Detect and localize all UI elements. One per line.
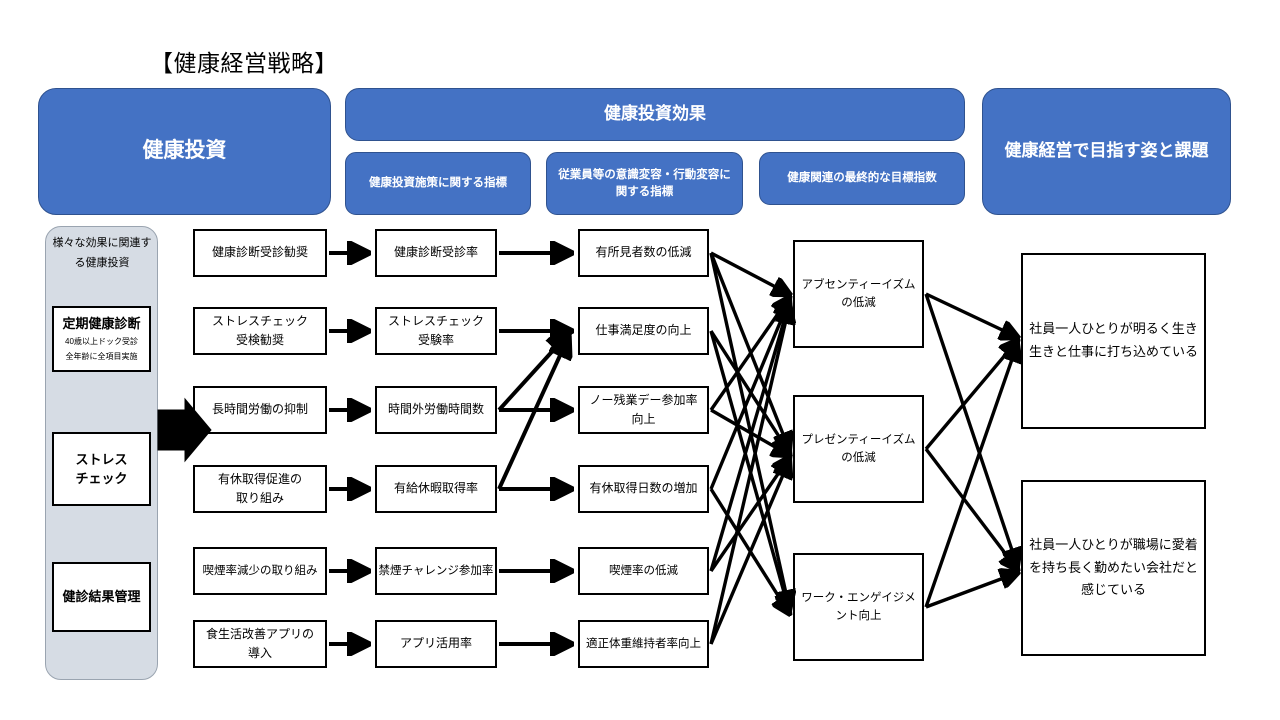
policy-indicator-node-0[interactable]: 健康診断受診率	[375, 229, 497, 277]
capsule-item-result-management[interactable]: 健診結果管理	[52, 562, 151, 632]
policy-node-4[interactable]: 喫煙率減少の取り組み	[193, 547, 327, 595]
capsule-item-title: ストレスチェック	[75, 451, 128, 487]
banner-health-investment: 健康投資	[38, 88, 331, 215]
policy-node-3[interactable]: 有休取得促進の取り組み	[193, 465, 327, 513]
policy-indicator-node-1[interactable]: ストレスチェック受験率	[375, 307, 497, 355]
final-indicator-node-work-engagement[interactable]: ワーク・エンゲイジメント向上	[793, 553, 924, 661]
final-indicator-node-absenteeism[interactable]: アブセンティーイズムの低減	[793, 240, 924, 348]
policy-node-0[interactable]: 健康診断受診勧奨	[193, 229, 327, 277]
banner-behavior-indicator: 従業員等の意識変容・行動変容に関する指標	[546, 152, 743, 215]
outcome-node-0[interactable]: 社員一人ひとりが明るく生き生きと仕事に打ち込めている	[1021, 253, 1206, 429]
links-policy-to-indicator	[329, 253, 367, 644]
policy-node-2[interactable]: 長時間労働の抑制	[193, 386, 327, 434]
behavior-indicator-node-5[interactable]: 適正体重維持者率向上	[578, 620, 709, 668]
policy-indicator-node-5[interactable]: アプリ活用率	[375, 620, 497, 668]
banner-health-management-goal: 健康経営で目指す姿と課題	[982, 88, 1231, 215]
capsule-item-periodic-checkup[interactable]: 定期健康診断 40歳以上ドック受診 全年齢に全項目実施	[52, 306, 151, 372]
banner-final-indicator: 健康関連の最終的な目標指数	[759, 152, 965, 205]
behavior-indicator-node-1[interactable]: 仕事満足度の向上	[578, 307, 709, 355]
behavior-indicator-node-2[interactable]: ノー残業デー参加率向上	[578, 386, 709, 434]
policy-indicator-node-2[interactable]: 時間外労働時間数	[375, 386, 497, 434]
outcome-node-1[interactable]: 社員一人ひとりが職場に愛着を持ち長く勤めたい会社だと感じている	[1021, 480, 1206, 656]
final-indicator-node-presenteeism[interactable]: プレゼンティーイズムの低減	[793, 395, 924, 503]
capsule-item-sub1: 40歳以上ドック受診	[65, 336, 138, 346]
capsule-item-stress-check[interactable]: ストレスチェック	[52, 432, 151, 506]
behavior-indicator-node-4[interactable]: 喫煙率の低減	[578, 547, 709, 595]
capsule-caption: 様々な効果に関連する健康投資	[52, 237, 152, 270]
page-title: 【健康経営戦略】	[150, 50, 338, 76]
policy-node-1[interactable]: ストレスチェック受検勧奨	[193, 307, 327, 355]
policy-indicator-node-4[interactable]: 禁煙チャレンジ参加率	[375, 547, 497, 595]
policy-indicator-node-3[interactable]: 有給休暇取得率	[375, 465, 497, 513]
links-behavior-to-final	[709, 251, 789, 645]
capsule-item-sub2: 全年齢に全項目実施	[65, 351, 138, 361]
capsule-item-title: 定期健康診断	[62, 316, 141, 332]
policy-node-5[interactable]: 食生活改善アプリの導入	[193, 620, 327, 668]
links-indicator-to-behavior	[497, 253, 570, 644]
behavior-indicator-node-3[interactable]: 有休取得日数の増加	[578, 465, 709, 513]
links-final-to-outcome	[924, 292, 1017, 609]
banner-health-investment-effect: 健康投資効果	[345, 88, 965, 141]
capsule-item-title: 健診結果管理	[62, 589, 141, 605]
behavior-indicator-node-0[interactable]: 有所見者数の低減	[578, 229, 709, 277]
banner-policy-indicator: 健康投資施策に関する指標	[345, 152, 531, 215]
